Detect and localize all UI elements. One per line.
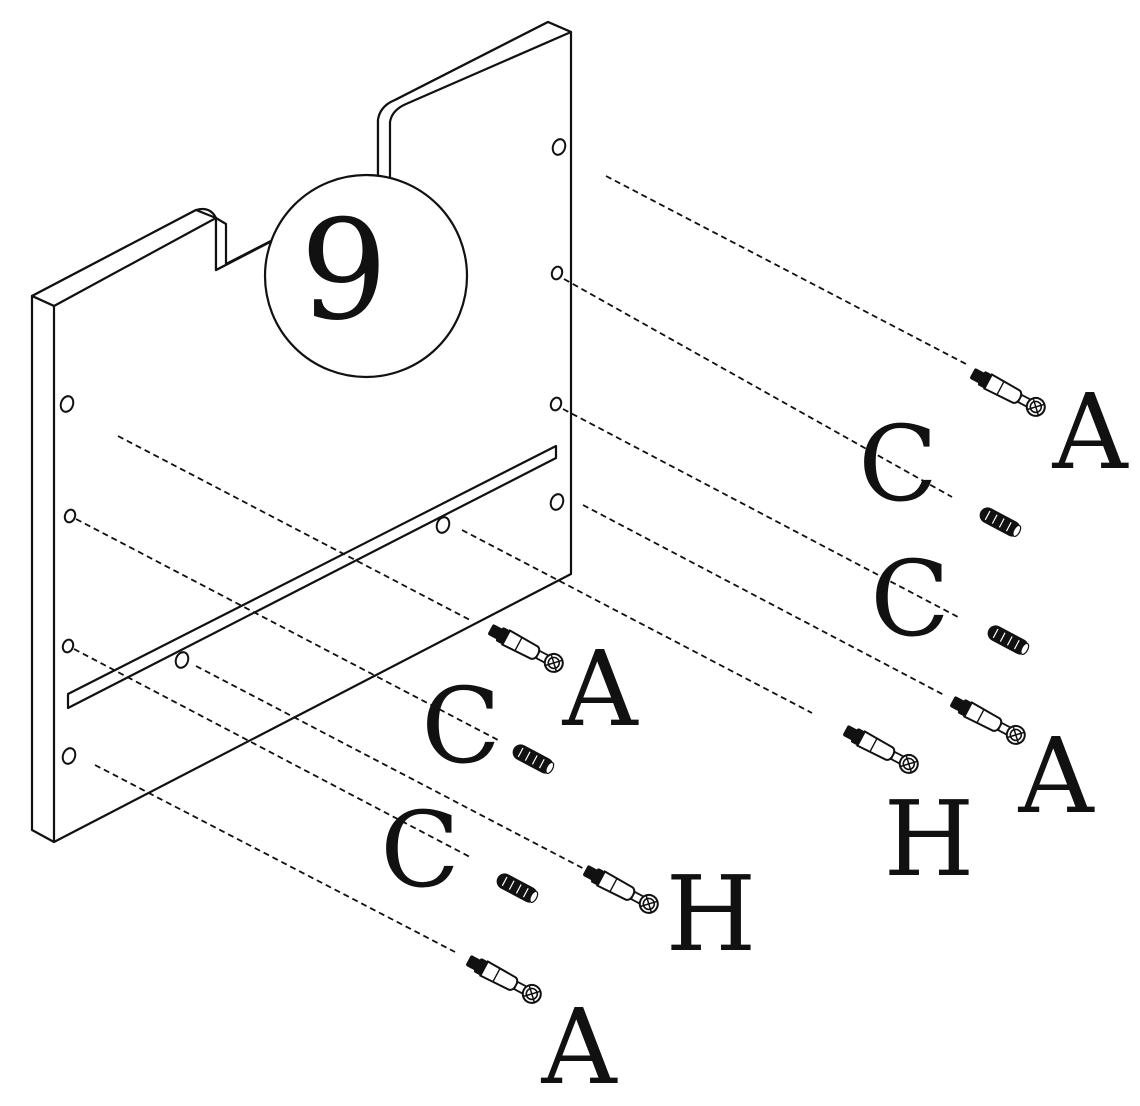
part-label-a: A <box>561 628 639 750</box>
hole <box>435 516 451 534</box>
cam-bolt-a <box>946 692 1029 749</box>
hole <box>174 651 190 669</box>
guide-line <box>582 504 945 696</box>
dowel-c <box>509 741 557 777</box>
panel-side-edge <box>30 294 56 844</box>
part-label-a: A <box>1017 715 1095 837</box>
hole <box>61 638 75 654</box>
guide-line <box>94 764 456 953</box>
hole <box>59 395 75 413</box>
guide-lines <box>73 175 967 953</box>
hole <box>550 265 564 281</box>
panel-holes <box>59 138 567 765</box>
hole <box>63 508 77 524</box>
hole <box>549 396 563 412</box>
panel-notch-edge <box>214 20 573 272</box>
cam-bolt-h <box>839 721 922 778</box>
dowel-c <box>493 870 541 906</box>
part-label-a: A <box>540 986 618 1106</box>
guide-line <box>562 408 959 618</box>
part-label-c: C <box>421 665 501 787</box>
cam-bolt-a <box>966 364 1049 421</box>
guide-line <box>73 648 471 858</box>
part-label-c: C <box>858 403 938 525</box>
hole <box>61 747 77 765</box>
hole <box>549 493 565 511</box>
guide-line <box>461 529 813 714</box>
part-label-c: C <box>380 789 460 911</box>
part-label-c: C <box>870 538 950 660</box>
guide-line <box>195 665 591 873</box>
guide-line <box>563 278 953 498</box>
dowel-c <box>976 504 1024 540</box>
guide-line <box>605 175 967 365</box>
step-circle <box>263 173 469 379</box>
part-labels: A C C A H A C C H A <box>380 371 1129 1106</box>
cam-bolt-h <box>579 861 662 918</box>
cam-bolt-a <box>462 951 545 1008</box>
hole <box>551 138 567 156</box>
part-label-h: H <box>884 778 975 900</box>
step-badge: 9 <box>263 173 469 379</box>
dowel-c <box>984 622 1032 658</box>
panel-groove <box>66 444 558 710</box>
part-label-h: H <box>666 853 757 975</box>
guide-line <box>117 435 471 621</box>
part-label-a: A <box>1051 371 1129 493</box>
step-number: 9 <box>300 190 388 351</box>
